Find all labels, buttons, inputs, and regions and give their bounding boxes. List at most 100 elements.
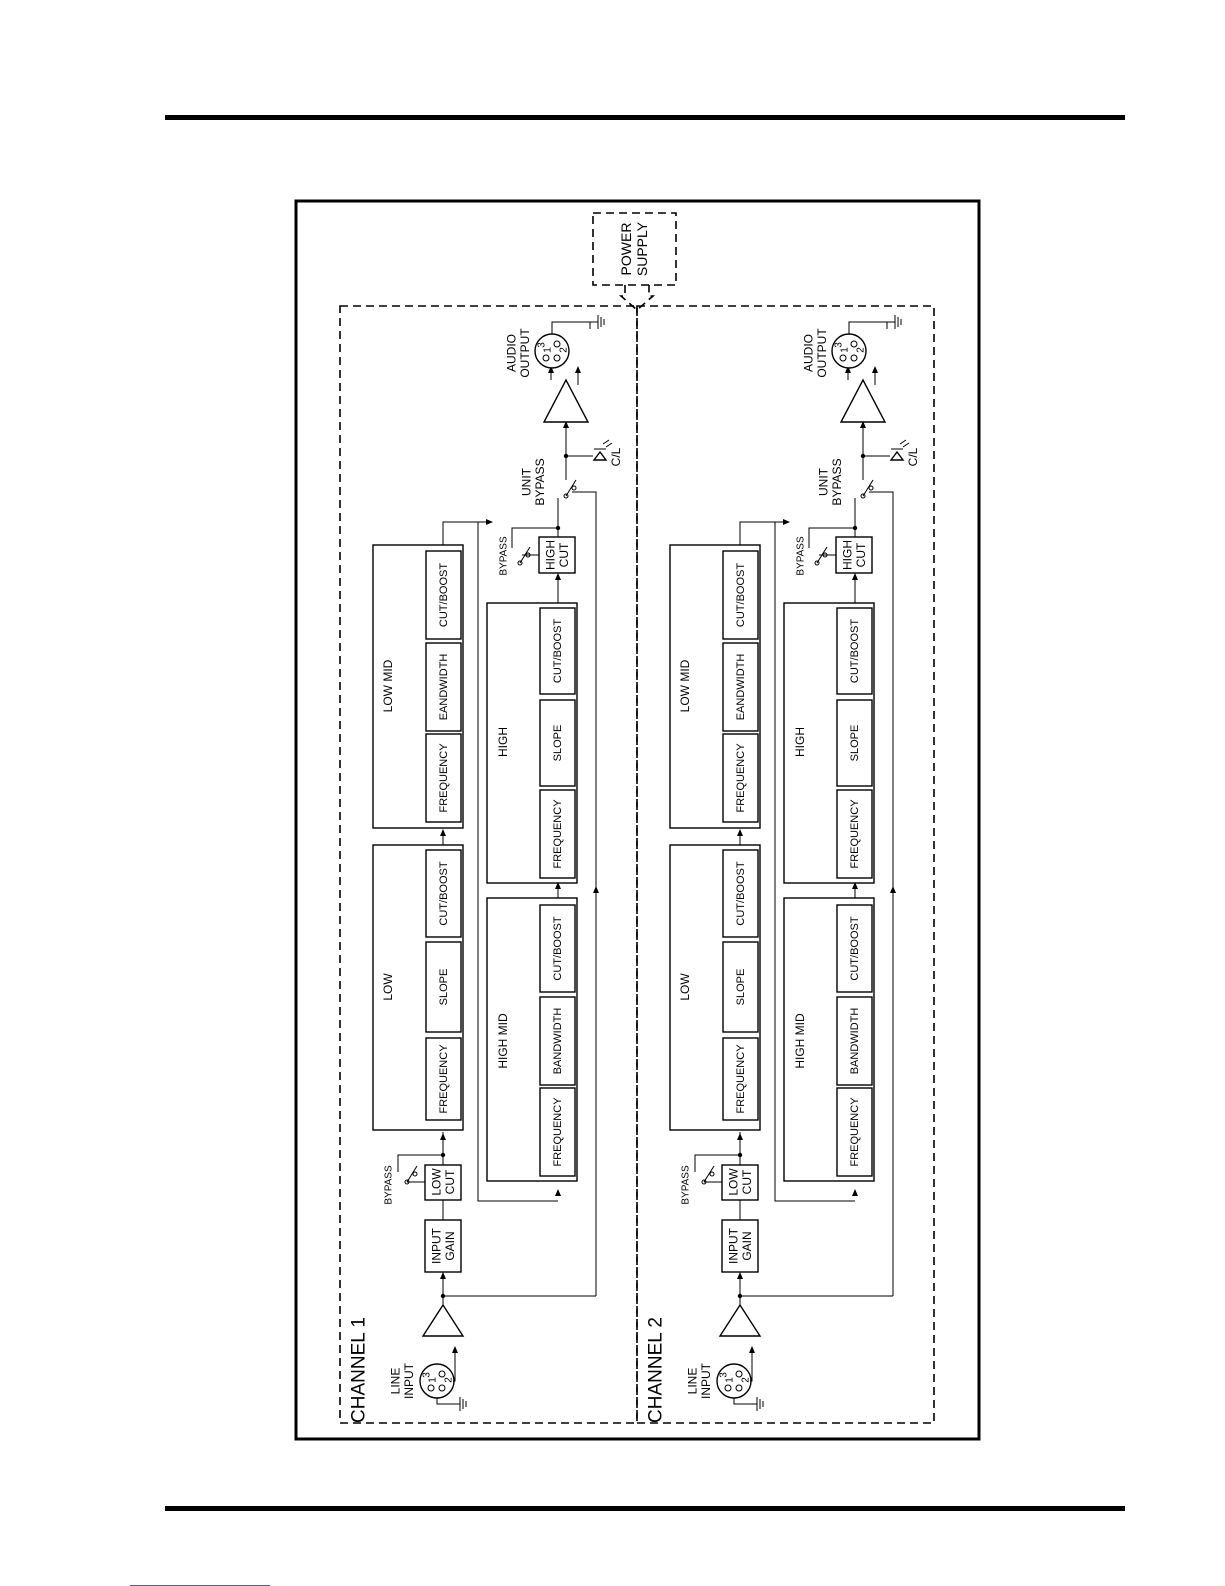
switch-contact [412,1171,418,1177]
low-item-label: CUT/BOOST [735,861,747,925]
unit-bypass-switch[interactable] [563,479,577,499]
junction-dot [852,525,858,531]
xlr-pin-label: 1 [543,347,554,353]
power-supply-label-text: POWERSUPPLY [618,221,650,276]
flow-arrow [737,829,743,836]
low-frequency-knob[interactable] [722,1037,759,1121]
high-mid-cut-boost-knob[interactable] [836,904,873,993]
clip-led-label-text: C/L [906,447,920,466]
unit-bypass-label: UNITBYPASS [519,458,546,505]
line-input-label: LINEINPUT [685,1362,712,1399]
input-amplifier-icon [718,1303,762,1337]
xlr-pin [839,354,847,362]
output-amplifier-icon [839,378,887,423]
crossover-wire [477,521,558,1202]
flow-arrow [737,1272,743,1279]
low-mid-bandwidth-knob[interactable] [722,642,759,732]
high-cut-block[interactable] [538,536,576,574]
xlr-pin [735,1384,743,1392]
high-mid-group-title: HIGH MID [793,1013,807,1069]
low-mid-item-label: EANDWIDTH [735,654,747,721]
low-cut-boost-knob[interactable] [425,849,462,938]
high-cut-boost-knob[interactable] [539,607,576,695]
high-cut-block[interactable] [835,536,873,574]
clip-led-icon [889,439,910,461]
low-mid-frequency-knob[interactable] [425,733,462,823]
switch-contact [860,493,866,499]
channel-boundary [339,305,638,1424]
low-group-title: LOW [381,973,395,1001]
high-mid-cut-boost-knob[interactable] [539,904,576,993]
low-mid-cut-boost-knob[interactable] [425,550,462,640]
input-amplifier-icon [421,1303,465,1337]
low-mid-frequency-knob[interactable] [722,733,759,823]
switch-contact [822,552,828,558]
high-mid-frequency-knob[interactable] [539,1087,576,1177]
footer-link[interactable] [130,1574,270,1586]
flow-arrow [548,366,554,373]
high-item-label: SLOPE [552,725,564,762]
input-gain-block[interactable] [721,1219,759,1273]
high-frequency-knob[interactable] [539,789,576,879]
input-gain-label: INPUTGAIN [726,1227,753,1264]
bypass-wire [511,527,558,548]
crossover-wire [774,521,855,1202]
clip-led-icon [592,439,613,461]
low-frequency-knob[interactable] [425,1037,462,1121]
low-cut-bypass-switch[interactable] [701,1165,715,1185]
high-item-label-text: SLOPE [849,725,861,762]
low-cut-label-text: LOWCUT [726,1168,753,1196]
high-cut-boost-knob[interactable] [836,607,873,695]
channel-title-text: CHANNEL 2 [646,1317,667,1423]
high-mid-item-label-text: BANDWIDTH [849,1008,861,1075]
low-mid-cut-boost-knob[interactable] [722,550,759,640]
xlr-pin-label: 2 [741,1377,752,1383]
xlr-pin-label-text: 2 [559,347,570,353]
xlr-pin-label: 1 [840,347,851,353]
junction-dot [737,1152,743,1158]
low-mid-bandwidth-knob[interactable] [425,642,462,732]
low-slope-knob[interactable] [425,941,462,1033]
flow-arrow [555,882,561,889]
xlr-pin-label-text: 1 [840,347,851,353]
high-slope-knob[interactable] [836,699,873,787]
switch-contact [814,560,820,566]
low-item-label-text: FREQUENCY [735,1044,747,1114]
high-item-label-text: FREQUENCY [552,799,564,869]
clip-led-label: C/L [609,447,623,466]
low-item-label-text: CUT/BOOST [438,861,450,925]
xlr-pin [427,1384,435,1392]
low-cut-boost-knob[interactable] [722,849,759,938]
unit-bypass-label: UNITBYPASS [816,458,843,505]
high-group-title-text: HIGH [793,727,807,757]
input-gain-block[interactable] [424,1219,462,1273]
flow-arrow [749,1346,755,1353]
switch-contact [709,1171,715,1177]
xlr-pin-label-text: 1 [543,347,554,353]
channel-title-text: CHANNEL 1 [349,1317,370,1423]
unit-bypass-switch[interactable] [860,479,874,499]
high-cut-bypass-label-text: BYPASS [796,536,807,576]
low-cut-bypass-switch[interactable] [404,1165,418,1185]
low-mid-item-label-text: CUT/BOOST [735,563,747,627]
high-cut-label: HIGHCUT [543,540,570,570]
high-mid-item-label-text: CUT/BOOST [552,916,564,980]
low-mid-item-label-text: FREQUENCY [735,743,747,813]
audio-output-label: AUDIOOUTPUT [801,328,828,378]
low-slope-knob[interactable] [722,941,759,1033]
xlr-pin-label-text: 3 [719,1372,730,1378]
flow-arrow [860,421,866,428]
switch-contact [701,1179,707,1185]
flow-arrow [845,366,851,373]
output-amplifier-icon [542,378,590,423]
switch-contact [525,552,531,558]
high-frequency-knob[interactable] [836,789,873,879]
high-slope-knob[interactable] [539,699,576,787]
high-cut-bypass-switch[interactable] [517,546,531,566]
high-mid-bandwidth-knob[interactable] [836,996,873,1086]
high-cut-bypass-switch[interactable] [814,546,828,566]
high-mid-frequency-knob[interactable] [836,1087,873,1177]
xlr-pin [850,354,858,362]
high-mid-bandwidth-knob[interactable] [539,996,576,1086]
